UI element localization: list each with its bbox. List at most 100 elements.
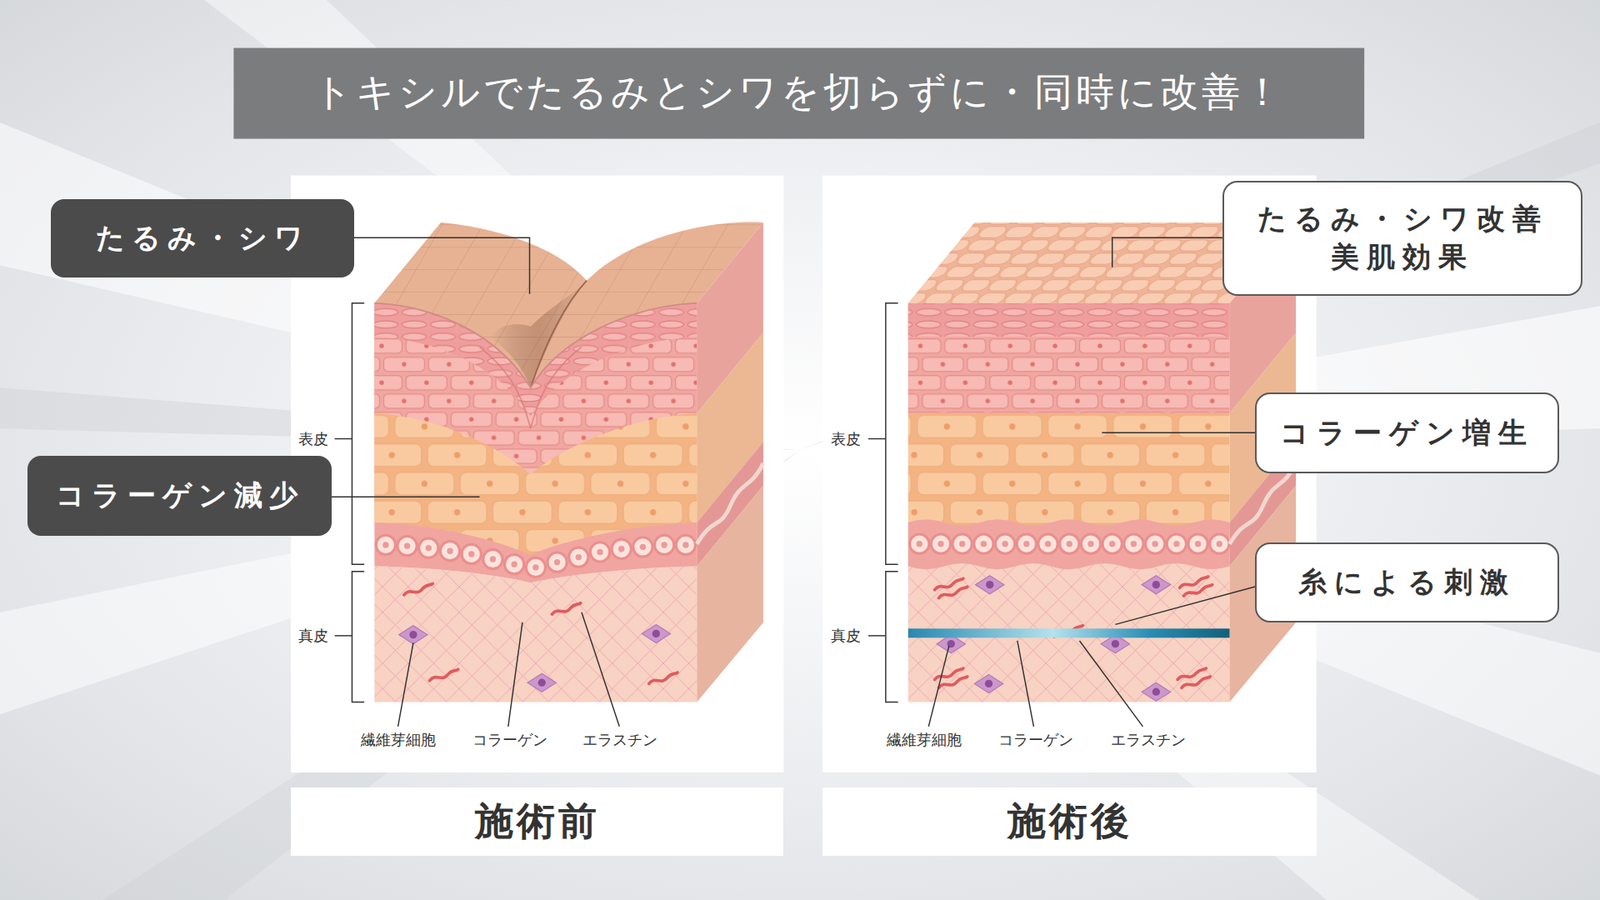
basal-cells xyxy=(633,537,653,557)
elastin xyxy=(551,603,580,615)
elastin xyxy=(1177,668,1206,680)
crease-line xyxy=(530,280,587,389)
basal-cells xyxy=(590,542,610,562)
thread xyxy=(908,628,1230,638)
elastin xyxy=(404,583,433,595)
basal-cells xyxy=(655,535,675,555)
leader-lines xyxy=(354,237,530,294)
basal-cells xyxy=(1145,534,1165,554)
stratum-corneum xyxy=(908,303,1230,337)
basal-cells xyxy=(505,555,525,575)
basal-cells xyxy=(1080,534,1100,554)
basal-cells xyxy=(1038,534,1058,554)
layer-brackets xyxy=(335,635,353,636)
skin-before xyxy=(374,221,764,702)
box-text: 美肌効果 xyxy=(1330,238,1475,277)
layer-brackets xyxy=(885,303,899,565)
title-bar xyxy=(233,48,1365,140)
basal-cells xyxy=(995,534,1015,554)
leader-lines xyxy=(331,237,1255,727)
layer-brackets xyxy=(335,438,353,440)
callout-box: たるみ・シワ xyxy=(50,199,355,278)
caption-band: 施術前 xyxy=(290,787,784,856)
crease-shade xyxy=(490,280,587,389)
elastin xyxy=(935,668,964,680)
dermis xyxy=(374,566,697,703)
leader-lines xyxy=(1115,586,1255,625)
leader-lines xyxy=(581,612,620,727)
box-text: 施術前 xyxy=(475,795,600,848)
fibroblasts xyxy=(399,624,671,692)
title-text: トキシルでたるみとシワを切らずに・同時に改善！ xyxy=(313,66,1285,119)
elastin xyxy=(935,578,964,590)
box-text: 糸による刺激 xyxy=(1298,563,1516,602)
leader-lines xyxy=(331,496,480,498)
part-label: 繊維芽細胞 xyxy=(885,730,964,750)
basal-cells xyxy=(483,549,503,569)
part-label: コラーゲン xyxy=(470,730,550,750)
caption-band: 施術後 xyxy=(822,787,1317,856)
leader-lines xyxy=(928,645,949,727)
dermis xyxy=(908,550,1230,702)
leader-lines xyxy=(1101,431,1255,433)
part-label: 真皮 xyxy=(296,625,330,646)
basal-cells xyxy=(910,534,930,554)
elastin xyxy=(939,586,968,598)
fibroblasts xyxy=(974,674,1003,693)
part-label: 真皮 xyxy=(829,625,863,646)
elastin xyxy=(404,583,678,684)
elastin xyxy=(1180,576,1209,588)
leader-lines xyxy=(508,622,523,727)
granular-layer xyxy=(908,303,1230,414)
basal-cells xyxy=(611,539,631,559)
layer-brackets xyxy=(335,303,899,703)
top-surface xyxy=(374,221,764,388)
layer-brackets xyxy=(868,635,886,636)
basal-cells xyxy=(1210,534,1230,554)
leader-lines xyxy=(1112,237,1223,268)
part-label: 表皮 xyxy=(829,429,863,450)
basal-layer xyxy=(908,519,1230,570)
basal-cells xyxy=(1060,534,1080,554)
box-text: コラーゲン増生 xyxy=(1280,414,1535,453)
basal-cells xyxy=(1188,534,1208,554)
elastin xyxy=(939,676,968,688)
basal-cells xyxy=(440,541,460,561)
box-text: 施術後 xyxy=(1007,795,1133,848)
basal-cells xyxy=(1166,534,1186,554)
spinous-layer xyxy=(908,303,1230,539)
fibroblasts xyxy=(527,673,556,692)
basal-cells xyxy=(461,544,481,564)
basal-cells xyxy=(952,534,972,554)
part-label: エラスチン xyxy=(1109,730,1188,750)
panel xyxy=(290,175,784,773)
basal-cells xyxy=(974,534,994,554)
box-text: たるみ・シワ改善 xyxy=(1257,200,1549,239)
box-text: コラーゲン減少 xyxy=(55,476,305,515)
basal-cells xyxy=(1102,534,1122,554)
basal-cells xyxy=(419,538,439,558)
basal-cells xyxy=(547,552,567,572)
fibroblasts xyxy=(975,575,1005,595)
part-label: 繊維芽細胞 xyxy=(359,730,438,750)
layer-brackets xyxy=(351,303,365,565)
fibroblasts xyxy=(399,625,428,645)
top-edge xyxy=(374,303,697,389)
side-shade xyxy=(696,222,764,703)
elastin xyxy=(1183,585,1212,596)
elastin xyxy=(1181,676,1210,688)
elastin xyxy=(649,672,678,684)
leader-lines xyxy=(398,642,414,726)
elastin xyxy=(430,669,459,680)
leader-lines xyxy=(1080,640,1144,727)
layer-brackets xyxy=(885,571,899,703)
fibroblasts xyxy=(641,624,670,643)
basal-cells xyxy=(397,535,417,555)
basal-cells xyxy=(569,547,589,567)
fibroblasts xyxy=(1141,575,1170,595)
leader-lines xyxy=(1017,640,1035,727)
basal-cells xyxy=(1124,534,1144,554)
part-label: エラスチン xyxy=(580,730,660,750)
